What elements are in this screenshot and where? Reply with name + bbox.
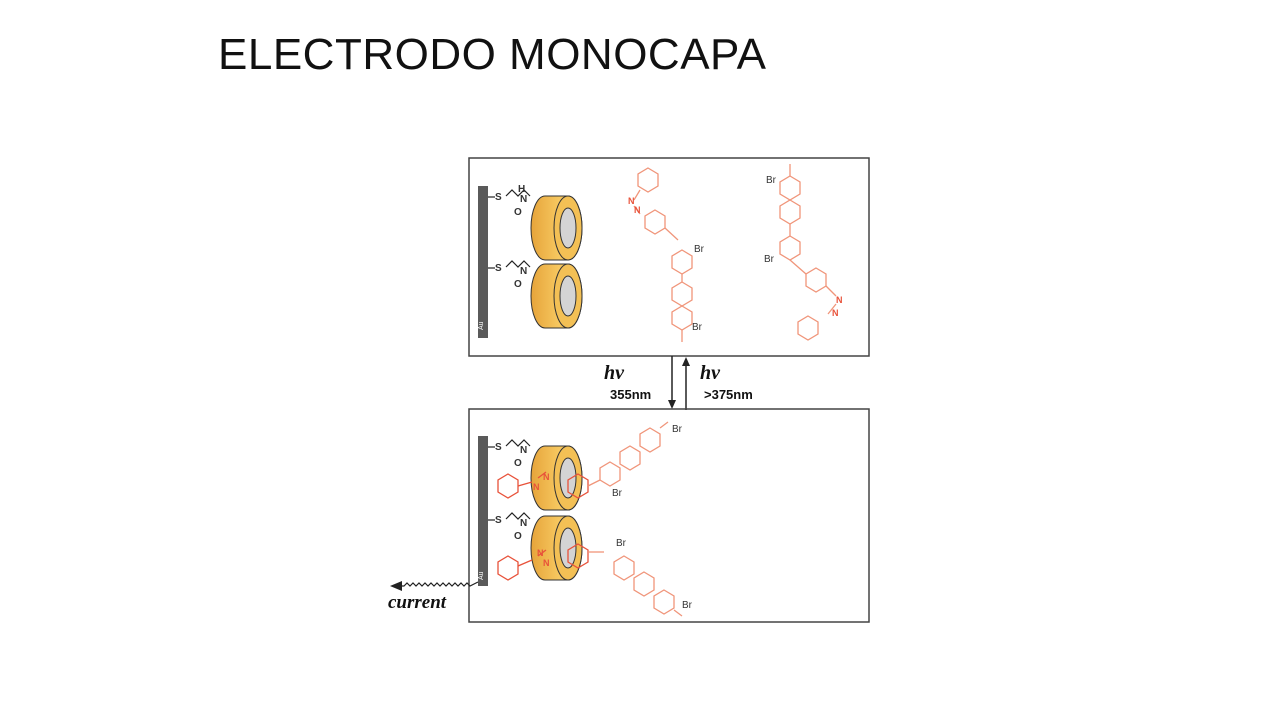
top-guest-2-azo-n: N bbox=[836, 295, 843, 305]
top-guest-2-br-2: Br bbox=[764, 254, 775, 265]
bottom-guest-1-br-1: Br bbox=[672, 424, 683, 435]
bottom-guest-1-br-2: Br bbox=[612, 488, 623, 499]
top-guest-1-azo-n2: N bbox=[634, 205, 641, 215]
forward-wavelength-label: 355nm bbox=[610, 387, 651, 402]
top-linker-2-n: N bbox=[520, 266, 527, 277]
top-cyclodextrin-2 bbox=[530, 263, 583, 329]
bottom-linker-2-o: O bbox=[514, 531, 522, 542]
reverse-light-label: hν bbox=[700, 362, 721, 384]
top-linker-1-sulfur: S bbox=[495, 192, 502, 203]
bottom-guest-2-viologen bbox=[588, 551, 683, 617]
bottom-guest-2-br-1: Br bbox=[616, 538, 627, 549]
bottom-gold-electrode bbox=[478, 436, 488, 586]
top-linker-1-nh: H bbox=[518, 184, 525, 195]
bottom-linker-1-sulfur: S bbox=[495, 442, 502, 453]
top-linker-2 bbox=[488, 260, 531, 269]
top-linker-1-n: N bbox=[520, 194, 527, 205]
top-guest-2-br-1: Br bbox=[766, 175, 777, 186]
top-guest-1-br-2: Br bbox=[692, 322, 703, 333]
bottom-guest-1-viologen bbox=[587, 421, 669, 487]
top-cyclodextrin-1 bbox=[530, 195, 583, 261]
bottom-guest-2-azo-n: N bbox=[537, 548, 544, 558]
bottom-linker-2-n: N bbox=[520, 518, 527, 529]
top-guest-1-br-1: Br bbox=[694, 244, 705, 255]
top-gold-electrode bbox=[478, 186, 488, 338]
bottom-cyclodextrin-2 bbox=[530, 515, 583, 581]
bottom-electrode-label: Au bbox=[478, 571, 485, 580]
top-guest-molecule-1 bbox=[633, 167, 693, 342]
reverse-arrow-head bbox=[682, 357, 690, 366]
bottom-linker-2-sulfur: S bbox=[495, 515, 502, 526]
top-linker-2-sulfur: S bbox=[495, 263, 502, 274]
bottom-linker-1-o: O bbox=[514, 458, 522, 469]
bottom-panel-frame bbox=[468, 408, 870, 623]
slide-title: ELECTRODO MONOCAPA bbox=[218, 30, 767, 79]
current-arrow-head bbox=[390, 581, 402, 591]
bottom-guest-molecule-1 bbox=[497, 471, 589, 499]
current-label: current bbox=[388, 592, 447, 613]
reverse-wavelength-label: >375nm bbox=[704, 387, 753, 402]
top-guest-1-azo-n: N bbox=[628, 196, 635, 206]
bottom-cyclodextrin-1 bbox=[530, 445, 583, 511]
top-linker-1 bbox=[488, 189, 531, 198]
bottom-guest-molecule-2 bbox=[497, 543, 589, 581]
top-guest-molecule-2 bbox=[779, 164, 837, 341]
bottom-guest-1-azo-n: N bbox=[543, 472, 550, 482]
bottom-linker-1 bbox=[488, 439, 531, 448]
bottom-guest-2-azo-n2: N bbox=[543, 558, 550, 568]
bottom-linker-1-n: N bbox=[520, 445, 527, 456]
bottom-guest-1-azo-n2: N bbox=[533, 482, 540, 492]
top-linker-2-o: O bbox=[514, 279, 522, 290]
current-wire bbox=[400, 581, 479, 587]
forward-arrow-head bbox=[668, 400, 676, 409]
top-linker-1-o: O bbox=[514, 207, 522, 218]
bottom-guest-2-br-2: Br bbox=[682, 600, 693, 611]
bottom-linker-2 bbox=[488, 512, 531, 521]
forward-light-label: hν bbox=[604, 362, 625, 384]
top-electrode-label: Au bbox=[478, 321, 485, 330]
top-panel-frame bbox=[468, 157, 870, 357]
top-guest-2-azo-n2: N bbox=[832, 308, 839, 318]
